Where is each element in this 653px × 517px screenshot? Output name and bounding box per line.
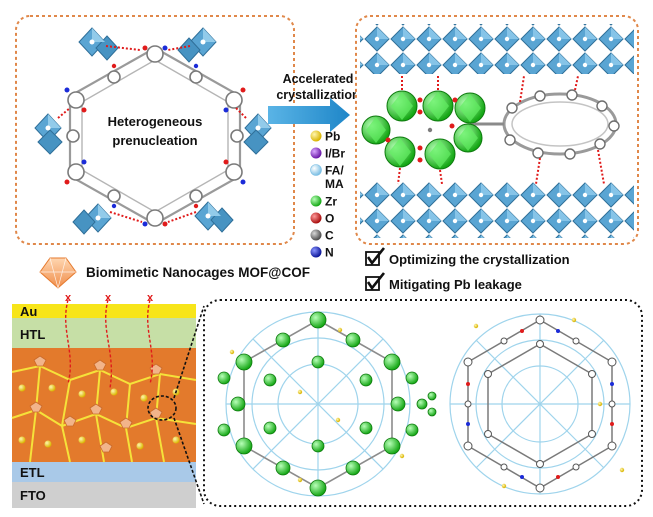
check-label: Optimizing the crystallization — [389, 252, 570, 267]
check-item-pb-leakage: Mitigating Pb leakage — [365, 272, 522, 292]
checkmark-icon — [366, 272, 386, 291]
legend-label: N — [325, 246, 334, 260]
legend-item-fama: FA/ MA — [310, 164, 344, 191]
element-legend: Pb I/Br FA/ MA Zr O C N — [310, 130, 345, 260]
au-label: Au — [20, 304, 37, 319]
zr-cluster — [361, 115, 391, 145]
legend-label: C — [325, 229, 334, 243]
leak-blocked-mark: x — [65, 292, 72, 304]
leak-blocked-mark: x — [105, 292, 112, 304]
mof-pb-atoms — [229, 327, 405, 483]
panel-prenucleation-border — [15, 15, 295, 245]
cof-framework — [449, 313, 631, 495]
leak-blocked-mark: x — [147, 292, 154, 304]
legend-item-n: N — [310, 246, 334, 260]
mof-oxygen-linkers — [385, 97, 458, 163]
embedded-nanocages — [29, 355, 163, 453]
prenucleation-label-line1: Heterogeneous — [108, 114, 203, 129]
legend-label: O — [325, 212, 334, 226]
legend-item-zr: Zr — [310, 195, 337, 209]
legend-item-ibr: I/Br — [310, 147, 345, 161]
pb-leakage-paths — [64, 299, 154, 389]
mof-cof-bridge — [416, 391, 437, 417]
legend-item-c: C — [310, 229, 334, 243]
pb-atom-icon — [310, 130, 322, 142]
fto-label: FTO — [20, 488, 46, 503]
cof-pb-atoms — [473, 317, 625, 489]
device-stack: Au HTL x x x — [11, 292, 205, 508]
legend-label: Zr — [325, 195, 337, 209]
nanocage-icon-facets — [40, 257, 76, 289]
legend-label: FA/ — [325, 164, 344, 178]
o-atom-icon — [310, 212, 322, 224]
etl-label: ETL — [20, 465, 45, 480]
zr-atom-icon — [310, 195, 322, 207]
ring-benzene-rings — [66, 45, 244, 227]
crystallization-hbonds — [397, 75, 605, 185]
panel-accelerated-crystallization — [355, 15, 639, 245]
checkbox-icon — [365, 251, 380, 266]
ibr-atom-icon — [310, 147, 322, 159]
checkbox-icon — [365, 276, 380, 291]
mof-framework — [217, 311, 419, 497]
zr-mof-clusters — [361, 90, 486, 170]
panel-mof-cof-zoom — [203, 299, 643, 507]
check-item-crystallization: Optimizing the crystallization — [365, 247, 570, 267]
zoom-line-top — [173, 305, 205, 399]
octahedra-cluster — [177, 27, 217, 63]
zoom-line-bottom — [173, 417, 205, 505]
octahedra-cluster — [34, 113, 63, 155]
c-atom-icon — [310, 229, 322, 241]
cof-benzene-nodes — [463, 315, 617, 493]
nanocage-caption-text: Biomimetic Nanocages MOF@COF — [86, 265, 310, 280]
right-arrow-icon — [268, 98, 350, 132]
zr-cluster — [453, 123, 483, 153]
zoom-source-circle — [147, 395, 177, 421]
legend-label: Pb — [325, 130, 340, 144]
cof-heteroatoms — [466, 329, 614, 479]
zr-cluster — [384, 136, 416, 168]
check-label: Mitigating Pb leakage — [389, 277, 522, 292]
pb-atoms-in-film — [18, 384, 180, 450]
perovskite-lattice-top — [360, 24, 634, 74]
octahedra-cluster — [78, 27, 119, 61]
au-layer — [12, 304, 196, 318]
legend-label-line2: MA — [325, 177, 344, 191]
zr-cluster — [454, 92, 486, 124]
zr-cluster — [424, 138, 456, 170]
fto-layer — [12, 482, 196, 508]
octahedra-cluster — [243, 113, 272, 155]
arrow-label-line2: crystallization — [276, 88, 359, 102]
checkmark-icon — [366, 247, 386, 266]
nanocage-icon — [39, 257, 77, 289]
octahedra-cluster — [72, 203, 112, 235]
legend-label: I/Br — [325, 147, 345, 161]
octahedra-cluster — [194, 201, 234, 233]
perovskite-lattice-bottom — [360, 182, 634, 238]
cof-chain-rings — [504, 89, 620, 160]
hydrogen-bonds — [57, 45, 247, 223]
htl-label: HTL — [20, 327, 45, 342]
mof-zr-nodes — [217, 311, 419, 497]
zr-cluster — [422, 90, 454, 122]
check-list: Optimizing the crystallization Mitigatin… — [365, 247, 570, 292]
n-atom-icon — [310, 246, 322, 258]
zr-cluster — [386, 90, 418, 122]
etl-layer — [12, 462, 196, 482]
legend-item-pb: Pb — [310, 130, 340, 144]
nanocage-caption: Biomimetic Nanocages MOF@COF — [39, 257, 310, 289]
fama-atom-icon — [310, 164, 322, 176]
prenucleation-label-line2: prenucleation — [112, 133, 197, 148]
perovskite-octahedra-clusters — [34, 27, 272, 235]
arrow-label-line1: Accelerated — [283, 72, 354, 86]
legend-item-o: O — [310, 212, 334, 226]
panel-prenucleation: Heterogeneous prenucleation — [15, 15, 295, 245]
htl-layer — [12, 318, 196, 348]
ring-heteroatoms — [64, 45, 246, 227]
crystallization-arrow-group: Accelerated crystallization — [268, 72, 360, 132]
